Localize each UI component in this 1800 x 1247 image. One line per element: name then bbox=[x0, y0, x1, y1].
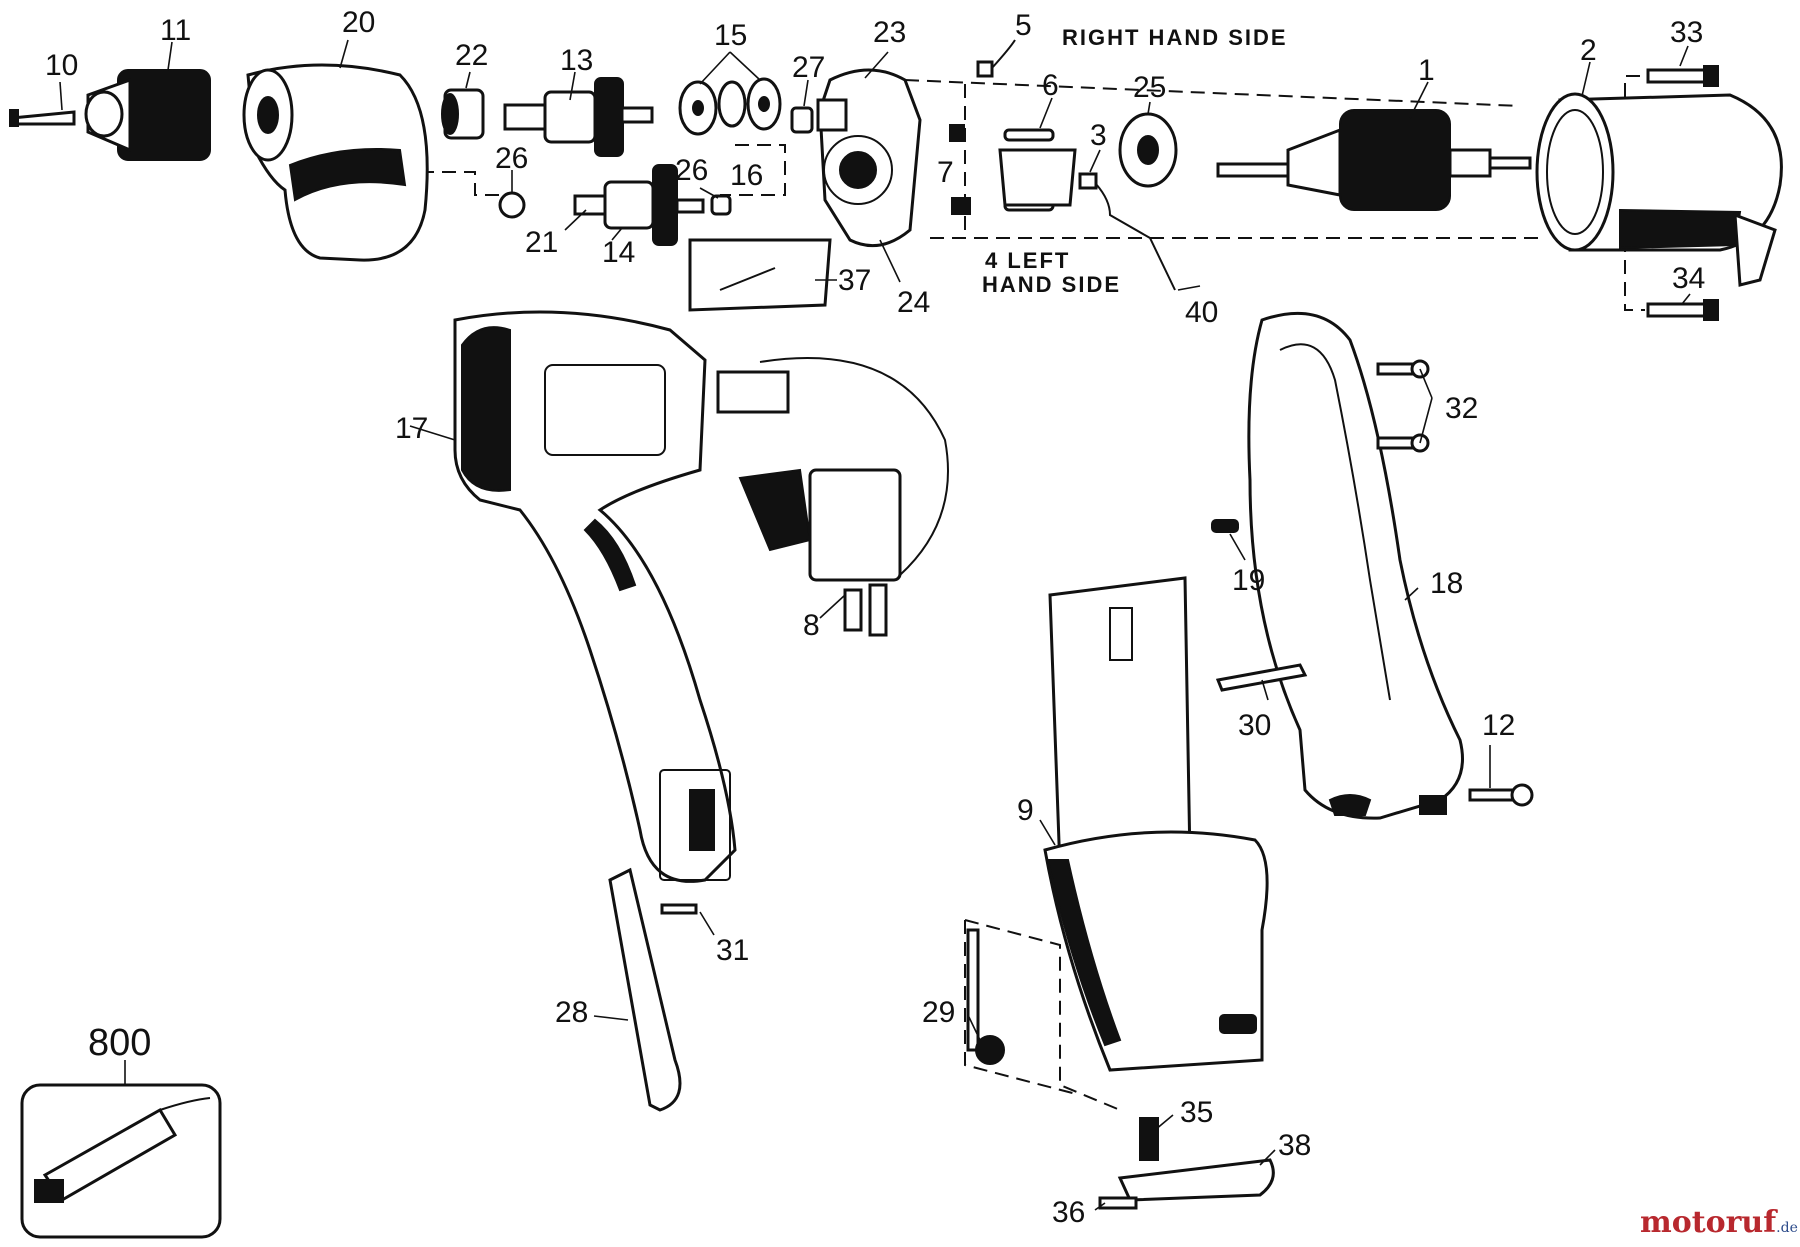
label-27: 27 bbox=[792, 51, 825, 84]
label-1: 1 bbox=[1418, 54, 1435, 87]
caption-left-hand-side-line1: 4 LEFT bbox=[985, 248, 1070, 273]
label-leader-lines bbox=[59, 39, 1691, 1211]
part-25-bearing bbox=[1118, 112, 1178, 188]
label-31: 31 bbox=[716, 934, 749, 967]
label-16: 16 bbox=[730, 159, 763, 192]
label-29: 29 bbox=[922, 996, 955, 1029]
part-9-battery-pack bbox=[1043, 576, 1269, 1072]
label-22: 22 bbox=[455, 39, 488, 72]
part-3-40-lead-wire bbox=[1078, 172, 1176, 291]
caption-right-hand-side: RIGHT HAND SIDE bbox=[1062, 25, 1288, 50]
label-33: 33 bbox=[1670, 16, 1703, 49]
part-33-34-screws bbox=[1646, 65, 1719, 321]
part-31-28-latch bbox=[608, 867, 698, 1112]
part-29-35-36-38-latch-parts bbox=[966, 928, 1275, 1210]
label-40: 40 bbox=[1185, 296, 1218, 329]
part-10-screw bbox=[9, 109, 76, 127]
label-20: 20 bbox=[342, 6, 375, 39]
label-5: 5 bbox=[1015, 9, 1032, 42]
label-13: 13 bbox=[560, 44, 593, 77]
label-7: 7 bbox=[937, 156, 954, 189]
part-2-motor-housing bbox=[1535, 92, 1783, 287]
watermark-text: motoruf.de bbox=[1640, 1205, 1798, 1240]
part-17-housing-half bbox=[453, 310, 737, 883]
label-800: 800 bbox=[88, 1022, 151, 1064]
label-3: 3 bbox=[1090, 119, 1107, 152]
label-35: 35 bbox=[1180, 1096, 1213, 1129]
label-26-b: 26 bbox=[675, 154, 708, 187]
label-38: 38 bbox=[1278, 1129, 1311, 1162]
part-number-labels: 10 11 20 22 13 15 16 27 23 5 RIGHT HAND … bbox=[45, 6, 1705, 1229]
label-18: 18 bbox=[1430, 567, 1463, 600]
label-17: 17 bbox=[395, 412, 428, 445]
watermark-main: motoruf bbox=[1640, 1205, 1778, 1240]
label-8: 8 bbox=[803, 609, 820, 642]
label-11: 11 bbox=[160, 14, 191, 47]
part-11-chuck bbox=[84, 69, 211, 161]
label-32: 32 bbox=[1445, 392, 1478, 425]
label-6: 6 bbox=[1042, 69, 1059, 102]
label-10: 10 bbox=[45, 49, 78, 82]
part-26-21-14-gear-train bbox=[498, 164, 732, 246]
part-800-accessory-inset bbox=[20, 1083, 222, 1239]
part-27-sleeve bbox=[790, 106, 814, 134]
label-37: 37 bbox=[838, 264, 871, 297]
watermark: motoruf.de bbox=[1640, 1205, 1798, 1240]
label-36: 36 bbox=[1052, 1196, 1085, 1229]
label-19: 19 bbox=[1232, 564, 1265, 597]
label-34: 34 bbox=[1672, 262, 1705, 295]
part-8-switch bbox=[716, 357, 949, 637]
part-23-24-gear-plate bbox=[816, 68, 922, 248]
part-5-6-7-brush-assembly bbox=[949, 39, 1077, 215]
label-15: 15 bbox=[714, 19, 747, 52]
caption-left-hand-side-line2: HAND SIDE bbox=[982, 272, 1121, 297]
part-18-handle-half bbox=[1247, 311, 1464, 820]
part-1-armature bbox=[1216, 109, 1532, 211]
label-2: 2 bbox=[1580, 34, 1597, 67]
part-20-gear-housing bbox=[242, 63, 429, 262]
label-26-a: 26 bbox=[495, 142, 528, 175]
label-28: 28 bbox=[555, 996, 588, 1029]
label-12: 12 bbox=[1482, 709, 1515, 742]
part-19-30-pin-clip bbox=[1211, 519, 1308, 692]
part-22-bushing bbox=[441, 88, 485, 140]
watermark-suffix: .de bbox=[1776, 1220, 1798, 1236]
label-21: 21 bbox=[525, 226, 558, 259]
label-30: 30 bbox=[1238, 709, 1271, 742]
part-15-washers bbox=[678, 77, 782, 136]
label-23: 23 bbox=[873, 16, 906, 49]
part-13-spindle-gear bbox=[503, 77, 654, 157]
label-24: 24 bbox=[897, 286, 930, 319]
label-14: 14 bbox=[602, 236, 635, 269]
label-25: 25 bbox=[1133, 71, 1166, 104]
label-9: 9 bbox=[1017, 794, 1034, 827]
part-37-label bbox=[688, 238, 832, 312]
